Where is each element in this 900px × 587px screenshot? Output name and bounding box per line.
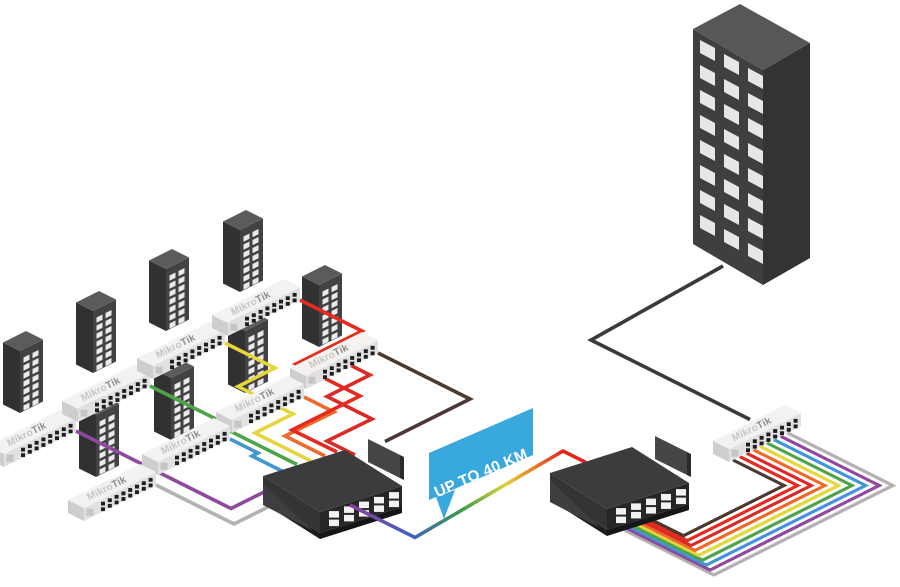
core-switch-left [263, 439, 404, 539]
building-link-cable [587, 264, 751, 422]
nest-orangered [638, 448, 829, 553]
nest-purple [626, 434, 883, 572]
cable-gray [155, 483, 269, 527]
distance-callout: UP TO 40 KM [429, 408, 533, 519]
long-distance-link [349, 448, 587, 540]
nest-blue [629, 438, 870, 567]
large-building [693, 4, 810, 285]
cable-crimson [322, 353, 377, 457]
nest-gray [623, 431, 897, 577]
nest-cables [623, 431, 897, 577]
nest-red [644, 455, 802, 543]
nest-yellow [635, 444, 842, 558]
callout-bubble [429, 408, 533, 500]
nest-crimson [641, 451, 815, 548]
switch-building-8 [68, 464, 156, 521]
callout-tail [436, 490, 455, 519]
cable-orangered [280, 395, 339, 458]
cable-purple [75, 429, 268, 511]
cable-brown [377, 351, 475, 444]
nest-green [632, 441, 856, 562]
nest-brown [647, 458, 788, 538]
building-2 [76, 291, 116, 373]
building-1 [3, 331, 43, 413]
building-4 [223, 210, 263, 292]
switch-building-1 [0, 410, 76, 467]
core-switch-right [550, 436, 691, 536]
building-3 [149, 249, 189, 331]
cable-red [287, 298, 367, 454]
cable-blue [229, 437, 285, 474]
